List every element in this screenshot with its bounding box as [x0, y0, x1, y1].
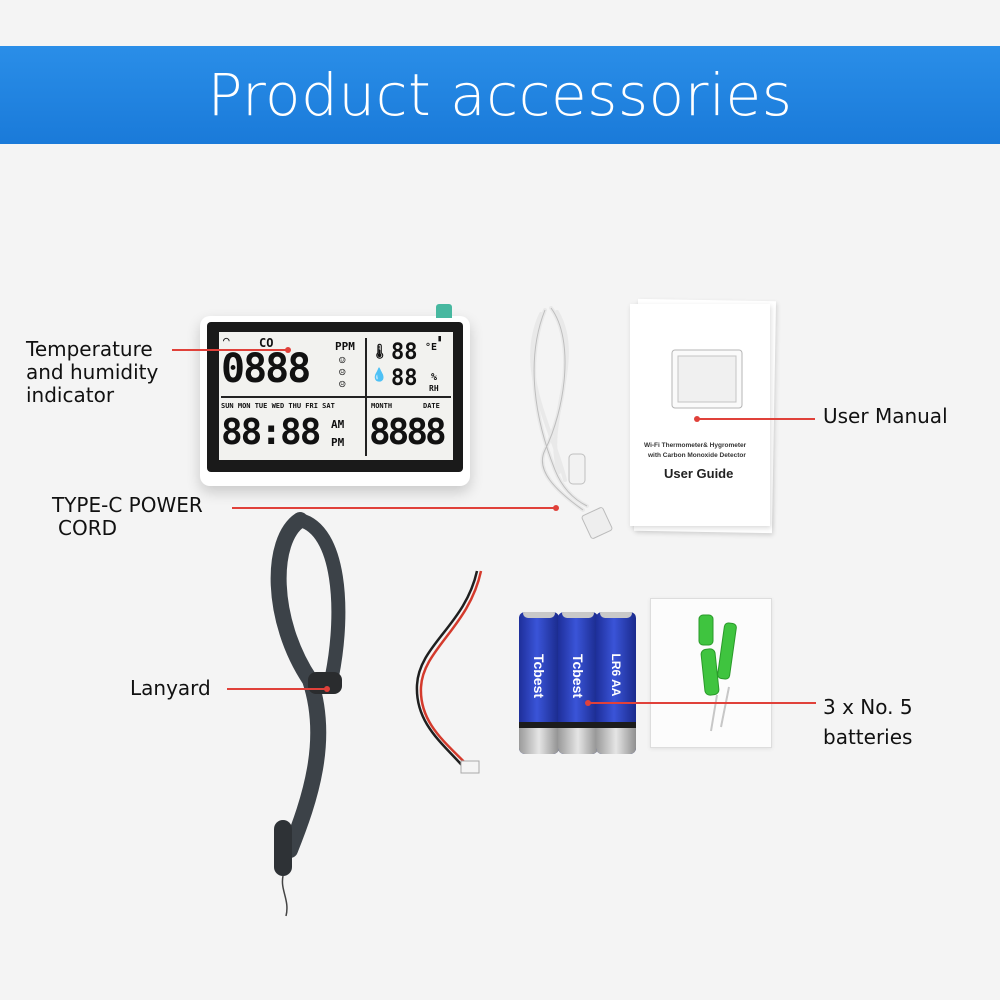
- indicator-leader-line: [172, 347, 291, 352]
- battery-cap: [523, 612, 555, 618]
- indicator-label-line2: and humidity: [26, 360, 159, 384]
- thermometer-icon: 🌡: [371, 344, 389, 360]
- cord-label-line1: TYPE-C POWER: [52, 493, 203, 517]
- manual-line1: Wi-Fi Thermometer& Hygrometer: [644, 442, 747, 449]
- smiley-icon: ☺: [339, 354, 346, 367]
- screws-bag: [650, 598, 772, 748]
- lcd-rh-label: RH: [429, 384, 439, 393]
- manual-title: User Guide: [664, 466, 734, 481]
- sad-face-icon: ☹: [339, 378, 346, 391]
- cord-label-line2: CORD: [58, 516, 118, 540]
- battery-base: [519, 728, 559, 754]
- indicator-label-line3: indicator: [26, 383, 115, 407]
- lcd-pm-label: PM: [331, 436, 345, 449]
- device-button: [436, 304, 452, 318]
- lcd-temp-value: 88: [391, 340, 418, 365]
- wifi-icon: ◠: [223, 334, 230, 347]
- lcd-time-value: 88:88: [221, 412, 321, 453]
- battery-icon: ▮: [437, 334, 443, 344]
- wire-connector-icon: [460, 760, 480, 774]
- battery-1: Tcbest: [519, 612, 559, 754]
- batteries-label-line1: 3 x No. 5: [823, 695, 913, 719]
- battery-base: [558, 728, 598, 754]
- lcd-hum-unit: %: [431, 372, 438, 383]
- manual-label: User Manual: [823, 404, 948, 428]
- lcd-weekdays: SUN MON TUE WED THU FRI SAT: [221, 402, 335, 410]
- battery-stripe: [596, 722, 636, 728]
- lcd-display: ◠ ▮ CO PPM 0888 ☺ ☹ ☹ 🌡 88 °E 💧 88 % RH …: [219, 332, 453, 460]
- indicator-label: Temperature and humidity indicator: [26, 338, 158, 407]
- manual-leader-line: [694, 416, 815, 421]
- type-c-cable: [530, 306, 589, 512]
- battery-stripe: [558, 722, 598, 728]
- battery-size: LR6 AA: [609, 653, 623, 697]
- manual-cover: Wi-Fi Thermometer& Hygrometer with Carbo…: [630, 304, 770, 526]
- battery-stripe: [519, 722, 559, 728]
- indicator-label-line1: Temperature: [26, 337, 153, 361]
- manual-line2: with Carbon Monoxide Detector: [648, 452, 746, 459]
- cord-label: TYPE-C POWER CORD: [52, 494, 203, 540]
- lanyard: [270, 512, 346, 917]
- lanyard-label: Lanyard: [130, 676, 211, 700]
- connector-wire: [415, 570, 483, 774]
- batteries-label-line2: batteries: [823, 725, 913, 749]
- lanyard-end-icon: [274, 820, 292, 876]
- neutral-face-icon: ☹: [339, 366, 346, 379]
- lcd-ppm-label: PPM: [335, 340, 355, 353]
- cord-leader-line: [232, 505, 559, 510]
- lcd-temp-unit: °E: [425, 342, 438, 353]
- lcd-hum-value: 88: [391, 366, 418, 391]
- page-title: Product accessories: [207, 61, 793, 129]
- battery-brand: Tcbest: [531, 653, 547, 699]
- lcd-co-label: CO: [259, 336, 274, 350]
- battery-2: Tcbest: [558, 612, 598, 754]
- lcd-divider-horizontal: [221, 396, 451, 398]
- lcd-am-label: AM: [331, 418, 345, 431]
- battery-3: LR6 AA: [596, 612, 636, 754]
- battery-brand: Tcbest: [570, 653, 586, 699]
- lcd-month-label: MONTH: [371, 402, 393, 410]
- lcd-date-label: DATE: [423, 402, 440, 410]
- usb-a-plug-icon: [568, 453, 586, 485]
- co-monitor-device: ◠ ▮ CO PPM 0888 ☺ ☹ ☹ 🌡 88 °E 💧 88 % RH …: [200, 304, 470, 486]
- user-manual: Wi-Fi Thermometer& Hygrometer with Carbo…: [630, 298, 777, 534]
- batteries-label: 3 x No. 5 batteries: [823, 692, 913, 752]
- device-drawing-icon: [671, 349, 743, 409]
- battery-cap: [600, 612, 632, 618]
- lanyard-leader-line: [227, 686, 330, 691]
- device-screen: ◠ ▮ CO PPM 0888 ☺ ☹ ☹ 🌡 88 °E 💧 88 % RH …: [207, 322, 463, 472]
- droplet-icon: 💧: [371, 368, 388, 383]
- battery-base: [596, 728, 636, 754]
- lcd-co-value: 0888: [221, 346, 311, 392]
- battery-cap: [562, 612, 594, 618]
- title-banner: Product accessories: [0, 46, 1000, 144]
- batteries-leader-line: [585, 700, 816, 705]
- lcd-date-value: 8888: [369, 412, 447, 453]
- wall-anchor-icon: [698, 614, 737, 732]
